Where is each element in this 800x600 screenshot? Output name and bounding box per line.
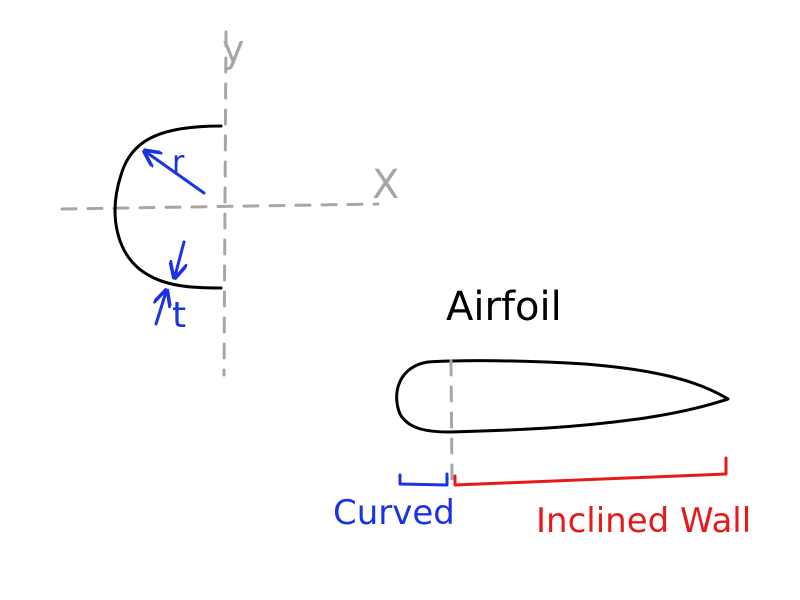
inclined-wall-label: Inclined Wall (536, 501, 751, 541)
x-axis-label: X (372, 162, 399, 208)
airfoil-sketch: Airfoil Curved Inclined Wall (333, 284, 751, 541)
y-axis-label: y (222, 27, 245, 71)
semicircle-outline (113, 124, 223, 290)
y-axis-line (222, 30, 228, 377)
inclined-wall-bracket (453, 456, 728, 487)
airfoil-outline (395, 359, 730, 434)
chord-split-line (449, 359, 454, 482)
radius-arrow (146, 152, 206, 195)
thickness-arrow-down (175, 240, 184, 276)
thickness-label: t (172, 295, 186, 336)
curved-bracket (398, 472, 449, 487)
radius-label: r (172, 145, 185, 180)
curved-label: Curved (333, 493, 455, 533)
section-sketch: y X r t (60, 27, 399, 377)
thickness-arrow-up (156, 292, 166, 326)
x-axis-line (60, 202, 380, 211)
airfoil-title: Airfoil (446, 284, 562, 330)
